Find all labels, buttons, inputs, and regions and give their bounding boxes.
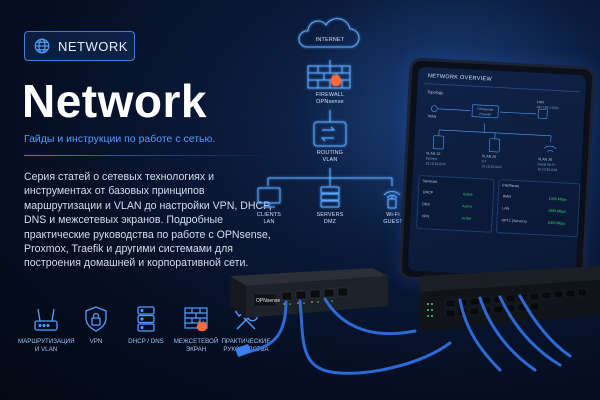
- firewall-label: FIREWALL: [315, 92, 345, 98]
- clients-sub-label: LAN: [263, 219, 275, 225]
- tablet-device: NETWORK OVERVIEW Topology WAN OPNsense F…: [398, 57, 596, 289]
- router-icon: [34, 308, 58, 331]
- page-title: Network: [22, 75, 207, 127]
- feature-firewall: МЕЖСЕТЕВОЙ ЭКРАН: [168, 304, 224, 354]
- network-badge: NETWORK: [24, 31, 135, 61]
- badge-label: NETWORK: [58, 38, 128, 54]
- feature-dhcp-dns: DHCP / DNS: [118, 304, 174, 346]
- feature-dhcp-dns-label: DHCP / DNS: [128, 338, 164, 345]
- feature-vpn-label: VPN: [89, 338, 103, 345]
- server-icon: [137, 306, 155, 332]
- opnsense-appliance: OPNsense: [230, 268, 388, 318]
- page-subtitle: Гайды и инструкции по работе с сетью.: [24, 133, 216, 145]
- internet-cloud-icon: [298, 18, 360, 48]
- title-divider: [24, 155, 274, 156]
- wifi-node-icon: [383, 191, 401, 209]
- lock-icon: [85, 306, 107, 332]
- topology-graph: [430, 104, 557, 153]
- page-description: Серия статей о сетевых технологиях и инс…: [24, 171, 272, 270]
- feature-firewall-label: МЕЖСЕТЕВОЙ ЭКРАН: [173, 338, 219, 353]
- wifi-label: Wi-Fi: [386, 212, 400, 218]
- firewall-icon: [184, 307, 208, 332]
- servers-label: SERVERS: [316, 212, 344, 218]
- clients-monitor-icon: [257, 187, 281, 208]
- routing-sub-label: VLAN: [322, 157, 338, 163]
- globe-icon: [34, 38, 50, 54]
- clients-label: CLIENTS: [256, 212, 282, 218]
- feature-routing-label: МАРШРУТИЗАЦИЯ И VLAN: [18, 338, 75, 353]
- firewall-sub-label: OPNsense: [316, 99, 344, 105]
- tablet-screen: NETWORK OVERVIEW Topology WAN OPNsense F…: [407, 66, 587, 280]
- routing-label: ROUTING: [316, 150, 344, 156]
- feature-routing: МАРШРУТИЗАЦИЯ И VLAN: [18, 304, 75, 354]
- internet-label: INTERNET: [315, 37, 345, 43]
- feature-vpn: VPN: [68, 304, 124, 346]
- wifi-sub-label: GUEST: [383, 219, 403, 225]
- routing-node-icon: [313, 121, 347, 147]
- servers-sub-label: DMZ: [323, 219, 337, 225]
- device-brand-label: OPNsense: [256, 298, 280, 304]
- servers-rack-icon: [320, 186, 340, 208]
